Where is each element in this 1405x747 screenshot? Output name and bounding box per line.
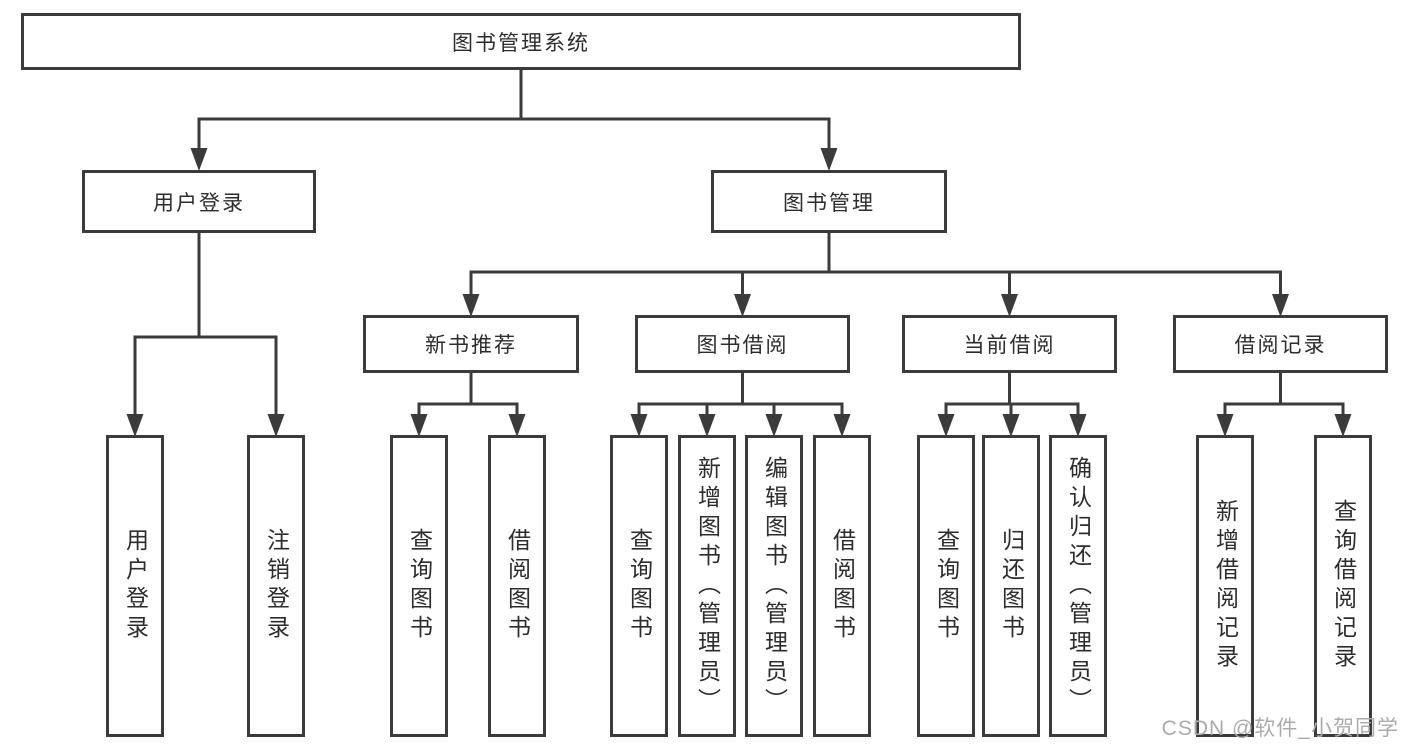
node-leaf-edit-book-admin: 编辑图书（管理员） xyxy=(745,435,803,737)
edge-user-login-to-leaves xyxy=(126,233,285,437)
node-leaf-borrow-book-recommend: 借阅图书 xyxy=(488,435,546,737)
node-leaf-logout: 注销登录 xyxy=(247,435,305,737)
node-leaf-borrow-book: 借阅图书 xyxy=(813,435,871,737)
arrowhead-down-icon xyxy=(126,414,144,437)
node-book-management: 图书管理 xyxy=(711,170,947,233)
arrowhead-down-icon xyxy=(462,294,480,317)
arrowhead-down-icon xyxy=(190,148,208,171)
node-current-borrowing: 当前借阅 xyxy=(902,315,1117,373)
node-new-book-recommend: 新书推荐 xyxy=(363,315,579,373)
node-leaf-query-book-recommend: 查询图书 xyxy=(390,435,448,737)
node-leaf-user-login: 用户登录 xyxy=(106,435,164,737)
arrowhead-down-icon xyxy=(1002,414,1020,437)
node-leaf-confirm-return-admin: 确认归还（管理员） xyxy=(1049,435,1107,737)
arrowhead-down-icon xyxy=(1216,414,1234,437)
node-user-login: 用户登录 xyxy=(82,170,316,233)
node-leaf-query-book-borrow: 查询图书 xyxy=(610,435,668,737)
edge-book-mgmt-to-level3 xyxy=(462,233,1289,317)
arrowhead-down-icon xyxy=(1334,414,1352,437)
arrowhead-down-icon xyxy=(734,294,751,317)
node-leaf-return-book: 归还图书 xyxy=(982,435,1040,737)
arrowhead-down-icon xyxy=(267,414,285,437)
arrowhead-down-icon xyxy=(820,148,838,171)
edge-current-borrow-to-leaves xyxy=(937,373,1087,437)
arrowhead-down-icon xyxy=(698,414,716,437)
edge-new-book-rec-to-leaves xyxy=(410,373,526,437)
edge-root-to-level2 xyxy=(190,70,838,171)
node-leaf-add-borrow-record: 新增借阅记录 xyxy=(1196,435,1254,737)
node-root-system: 图书管理系统 xyxy=(21,13,1021,70)
arrowhead-down-icon xyxy=(410,414,428,437)
arrowhead-down-icon xyxy=(937,414,955,437)
node-borrowing-records: 借阅记录 xyxy=(1173,315,1388,373)
edge-book-borrow-to-leaves xyxy=(630,373,851,437)
node-book-borrowing: 图书借阅 xyxy=(635,315,850,373)
arrowhead-down-icon xyxy=(508,414,526,437)
node-leaf-query-borrow-record: 查询借阅记录 xyxy=(1314,435,1372,737)
node-leaf-query-book-current: 查询图书 xyxy=(917,435,975,737)
arrowhead-down-icon xyxy=(765,414,783,437)
edge-borrow-records-to-leaves xyxy=(1216,373,1352,437)
csdn-watermark: CSDN @软件_小贺同学 xyxy=(1161,717,1399,740)
arrowhead-down-icon xyxy=(1069,414,1087,437)
node-leaf-add-book-admin: 新增图书（管理员） xyxy=(678,435,736,737)
arrowhead-down-icon xyxy=(833,414,851,437)
arrowhead-down-icon xyxy=(1001,294,1018,317)
arrowhead-down-icon xyxy=(630,414,648,437)
arrowhead-down-icon xyxy=(1272,294,1289,317)
